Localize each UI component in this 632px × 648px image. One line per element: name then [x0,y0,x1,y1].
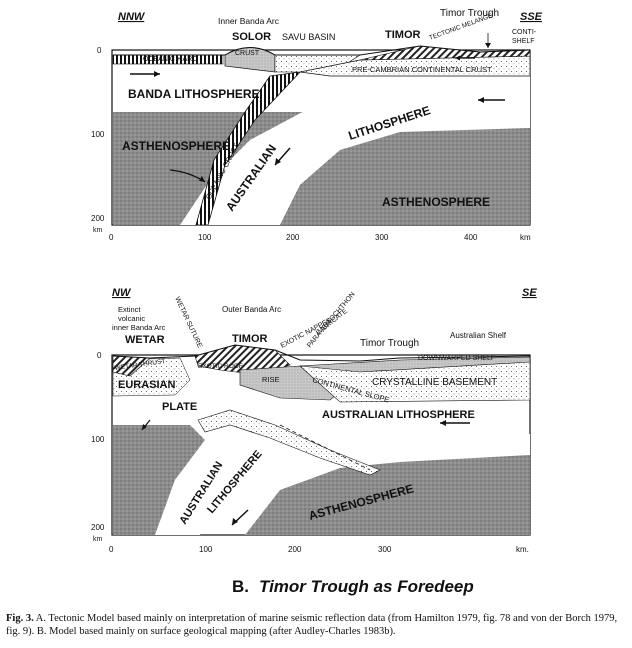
panel-b-downwarped-shelf: DOWNWARPED SHELF [418,355,495,362]
panel-a-xtick-0: 0 [109,233,114,242]
figure-diagrams: NNW SSE Inner Banda Arc SO [0,0,632,575]
figure-caption: Fig. 3. A. Tectonic Model based mainly o… [6,612,626,638]
panel-b-dir-left: NW [112,287,132,299]
panel-a-y-unit: km [93,227,103,234]
panel-b-xtick-300: 300 [378,545,392,554]
caption-text: A. Tectonic Model based mainly on interp… [6,613,617,637]
panel-b-outer-banda-arc: Outer Banda Arc [222,305,281,314]
panel-b-para-autochthon: PARA-AUTOCHTHON [306,291,356,349]
panel-a-timor: TIMOR [385,29,420,41]
panel-b: NW SE Extinct volcanic inner Banda Arc W… [91,287,537,554]
panel-a-xtick-100: 100 [198,233,212,242]
panel-b-australian-shelf: Australian Shelf [450,331,507,340]
panel-b-xtick-100: 100 [199,545,213,554]
panel-b-extinct-1: Extinct [118,305,141,314]
panel-b-australian-lithosphere: AUSTRALIAN LITHOSPHERE [322,409,475,421]
panel-b-crystalline-basement-label: CRYSTALLINE BASEMENT [372,377,497,388]
panel-b-xtick-200: 200 [288,545,302,554]
panel-b-exotic-roof: EXOTIC ROOF [198,363,243,370]
panel-a-xtick-200: 200 [286,233,300,242]
panel-a-xtick-400: 400 [464,233,478,242]
panel-a-savu-basin: SAVU BASIN [282,32,335,42]
panel-b-x-unit: km. [516,545,529,554]
panel-a-x-unit: km [520,233,531,242]
panel-a-precambrian: PRE-CAMBRIAN CONTINENTAL CRUST [352,65,492,74]
panel-b-timor: TIMOR [232,333,267,345]
panel-b-extinct-3: inner Banda Arc [112,323,166,332]
figure-title-label: B. [232,577,249,596]
panel-b-plate: PLATE [162,401,197,413]
panel-a-conti: CONTI- [512,29,537,36]
panel-b-xtick-0: 0 [109,545,114,554]
panel-a-asthenosphere-right-label: ASTHENOSPHERE [382,195,490,209]
caption-fig: Fig. 3. [6,613,34,624]
panel-a-shelf: SHELF [512,38,535,45]
panel-b-rise: RISE [262,375,280,384]
panel-b-ytick-0: 0 [97,351,102,360]
panel-b-wetar-suture: WETAR SUTURE [173,296,203,350]
panel-a-dir-left: NNW [118,11,146,23]
panel-b-eurasian: EURASIAN [118,379,176,391]
panel-b-extinct-2: volcanic [118,314,145,323]
panel-a-asthenosphere-left-label: ASTHENOSPHERE [122,139,230,153]
panel-a-ytick-100: 100 [91,130,105,139]
panel-a-inner-banda-arc: Inner Banda Arc [218,16,280,26]
panel-b-timor-trough: Timor Trough [360,338,419,349]
panel-a-crust: CRUST [235,50,260,57]
panel-a-banda-lithosphere: BANDA LITHOSPHERE [128,87,260,101]
panel-b-y-unit: km [93,536,103,543]
panel-a-ytick-200: 200 [91,214,105,223]
panel-b-wetar: WETAR [125,334,165,346]
panel-a-oceanic-arc: OCEANIC + ARC [143,56,197,63]
panel-b-ytick-200: 200 [91,523,105,532]
panel-a-dir-right: SSE [520,11,543,23]
panel-a-ytick-0: 0 [97,46,102,55]
panel-a-xtick-300: 300 [375,233,389,242]
panel-b-ytick-100: 100 [91,435,105,444]
panel-b-dir-right: SE [522,287,537,299]
figure-title-text: Timor Trough as Foredeep [259,577,474,596]
panel-a-solor: SOLOR [232,31,271,43]
panel-a: NNW SSE Inner Banda Arc SO [91,8,543,242]
figure-title: B. Timor Trough as Foredeep [232,577,474,597]
